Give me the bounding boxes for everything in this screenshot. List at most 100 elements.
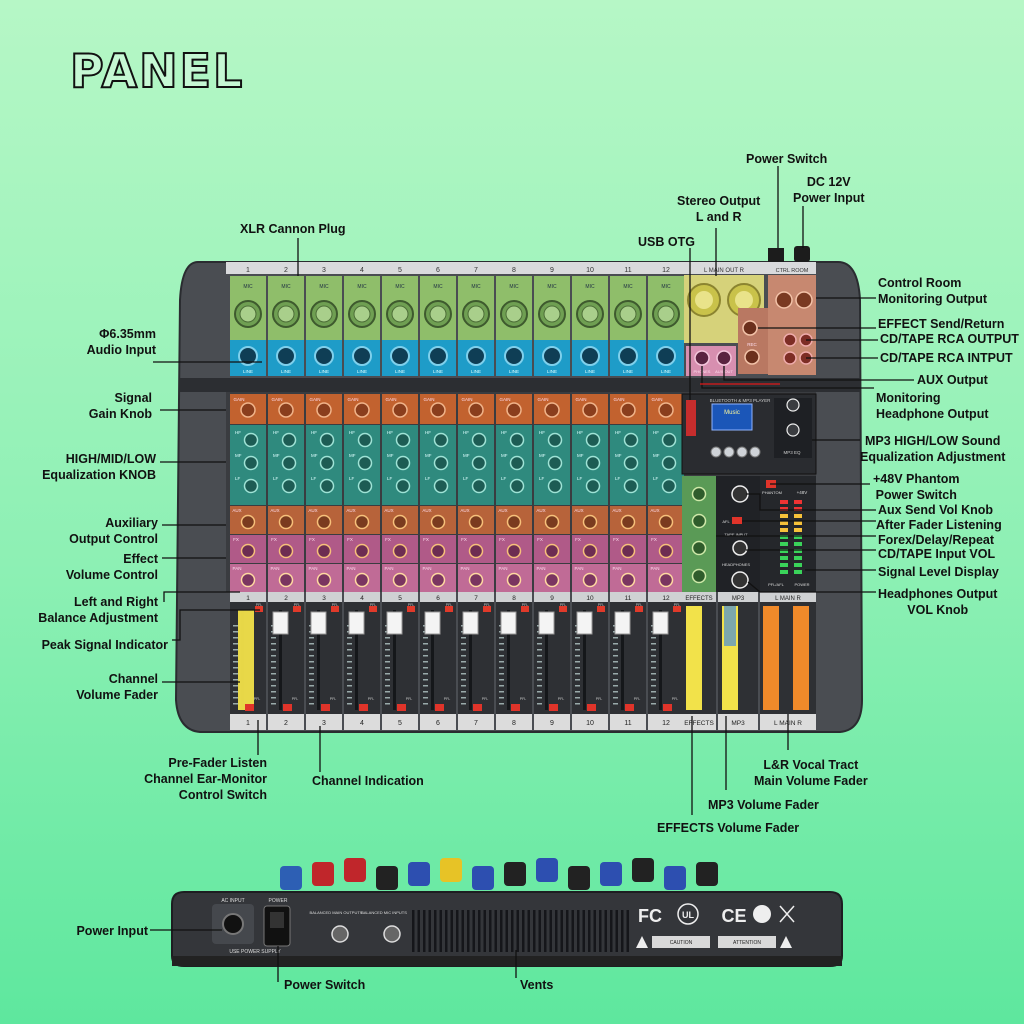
- main-fader-left: [763, 606, 779, 710]
- fader-scale-mark: [537, 691, 542, 693]
- fader-scale-mark: [347, 679, 352, 681]
- channel-indicator-number: 9: [550, 720, 554, 727]
- fader-scale-mark: [423, 685, 428, 687]
- fader-scale-mark: [385, 655, 390, 657]
- fader-scale-mark: [575, 691, 580, 693]
- pan-knob: [392, 572, 408, 588]
- aux-label: AUX: [384, 508, 393, 513]
- gain-knob: [278, 402, 294, 418]
- gain-label: GAIN: [461, 397, 472, 402]
- line-label: LINE: [471, 369, 481, 374]
- gain-knob: [582, 402, 598, 418]
- jack-connector: [276, 346, 296, 366]
- vent-slot: [615, 910, 618, 952]
- meter-led-left: [780, 542, 788, 546]
- rear-fader-knob: [344, 858, 366, 882]
- callout-power-switch-rear: Power Switch: [284, 978, 366, 992]
- fader-cap: [652, 611, 669, 635]
- channel-number-top: 4: [360, 267, 364, 274]
- mp3-indicator: MP3: [731, 720, 745, 727]
- fader-scale-mark: [347, 697, 352, 699]
- pan-label: PAN: [385, 566, 394, 571]
- rear-fader-knob: [600, 862, 622, 886]
- eq-label: LF: [577, 476, 583, 481]
- aux-label: AUX: [346, 508, 355, 513]
- fader-scale-mark: [461, 691, 466, 693]
- fader-scale-mark: [233, 673, 238, 675]
- pan-label: PAN: [271, 566, 280, 571]
- fader-scale-mark: [461, 703, 466, 705]
- fader-scale-mark: [423, 703, 428, 705]
- pfl-label: PFL: [558, 697, 564, 701]
- eq-knob: [357, 432, 373, 448]
- fader-scale-mark: [461, 661, 466, 663]
- fader-scale-mark: [575, 661, 580, 663]
- pan-label: PAN: [309, 566, 318, 571]
- rca-jack: [744, 349, 760, 365]
- eq-label: LF: [463, 476, 469, 481]
- fader-scale-mark: [613, 703, 618, 705]
- effects-knob: [691, 540, 707, 556]
- effects-knob: [691, 486, 707, 502]
- channel-indicator-strip: [458, 714, 494, 730]
- callout-peak: Peak Signal Indicator: [41, 638, 168, 652]
- channel-number-top: 2: [284, 267, 288, 274]
- eq-knob: [471, 432, 487, 448]
- weee-logo: [779, 905, 795, 923]
- fader-scale-mark: [613, 655, 618, 657]
- peak-indicator: [673, 606, 681, 612]
- top-dc-jack: [794, 246, 810, 262]
- gain-knob: [620, 402, 636, 418]
- aux-knob: [468, 514, 484, 530]
- callout-leader-line: [747, 581, 876, 593]
- peak-indicator: [293, 606, 301, 612]
- fader-scale-mark: [233, 625, 238, 627]
- vent-slot: [577, 910, 580, 952]
- aux-knob: [582, 514, 598, 530]
- fader-label-strip: [458, 592, 494, 602]
- fader-cap: [424, 611, 441, 635]
- bt-player-label: BLUETOOTH & MP3 PLAYER: [710, 398, 772, 403]
- pan-label: PAN: [613, 566, 622, 571]
- channel-indicator-number: 11: [624, 720, 631, 727]
- pfl-label: PFL: [406, 697, 412, 701]
- fader-scale-mark: [613, 685, 618, 687]
- pan-label: PAN: [347, 566, 356, 571]
- callout-usb-otg: USB OTG: [638, 235, 695, 249]
- line-label: LINE: [395, 369, 405, 374]
- vent-slot: [560, 910, 563, 952]
- fader-label-strip: [496, 592, 532, 602]
- eq-label: HF: [615, 430, 621, 435]
- fader-scale-mark: [309, 661, 314, 663]
- jack-connector: [656, 346, 676, 366]
- rear-fader-knob: [408, 862, 430, 886]
- fader-scale-mark: [233, 631, 238, 633]
- mp3-eq-lf-knob: [786, 423, 800, 437]
- rear-fader-knob: [312, 862, 334, 886]
- mp3-eq-hf-knob: [786, 398, 800, 412]
- vent-slot: [434, 910, 437, 952]
- fx-label: FX: [651, 537, 657, 542]
- pfl-switch: [359, 704, 368, 711]
- phones-jack: [694, 350, 710, 366]
- fader-scale-mark: [233, 655, 238, 657]
- fader-scale-mark: [651, 679, 656, 681]
- fader-scale-mark: [271, 697, 276, 699]
- fx-knob: [240, 543, 256, 559]
- callout-power-switch: Power Switch: [746, 152, 828, 166]
- pan-knob: [658, 572, 674, 588]
- line-label: LINE: [243, 369, 253, 374]
- fader-scale-mark: [461, 643, 466, 645]
- callout-leader-line: [746, 493, 876, 511]
- fader-scale-mark: [309, 697, 314, 699]
- rca-output-jack: [783, 333, 797, 347]
- eq-knob: [547, 478, 563, 494]
- xlr-connector-inner: [391, 305, 409, 323]
- vent-slot: [423, 910, 426, 952]
- fader-scale-mark: [499, 637, 504, 639]
